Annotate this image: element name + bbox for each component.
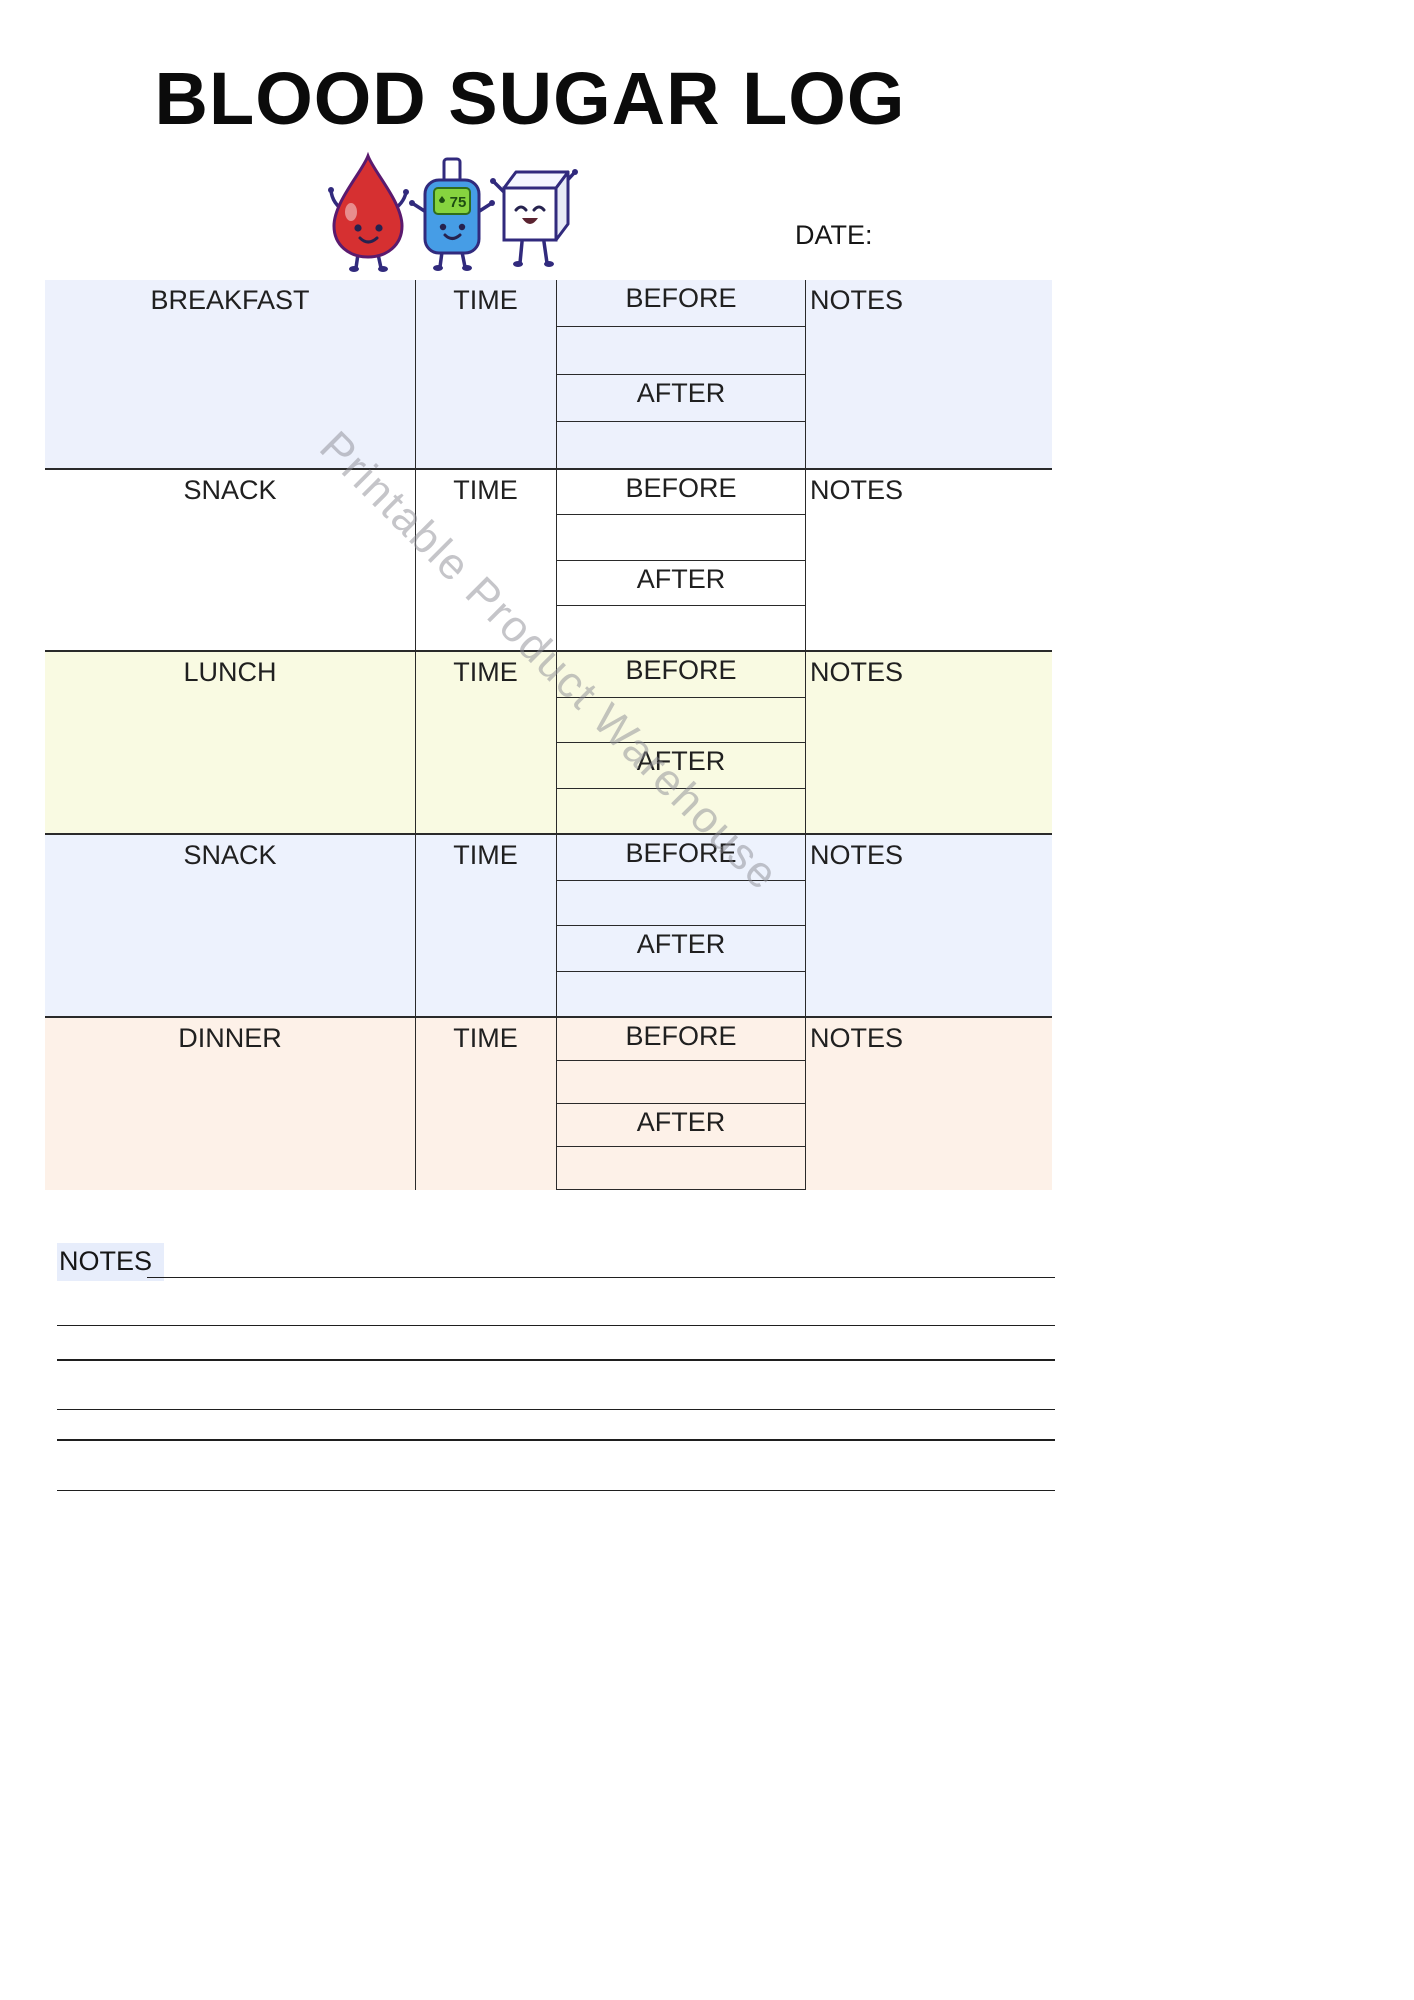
meal-section-lunch: LUNCH TIME BEFORE AFTER NOTES <box>45 652 1052 835</box>
before-entry-line <box>557 327 805 375</box>
notes-writing-line <box>57 1325 1055 1326</box>
notes-writing-line <box>57 1439 1055 1441</box>
before-after-column: BEFORE AFTER <box>556 835 806 1016</box>
column-divider <box>415 835 416 1016</box>
meal-name-label: SNACK <box>183 475 277 505</box>
after-label: AFTER <box>557 1104 805 1147</box>
column-divider <box>415 652 416 833</box>
date-label: DATE: <box>795 220 873 250</box>
after-entry-line <box>557 606 805 650</box>
sugar-cube-icon <box>490 169 578 267</box>
meal-name-label: DINNER <box>178 1023 282 1053</box>
after-entry-line <box>557 1147 805 1190</box>
column-divider <box>415 470 416 650</box>
time-column-header: TIME <box>453 840 518 870</box>
notes-writing-line <box>57 1359 1055 1361</box>
notes-writing-line <box>147 1277 1055 1278</box>
blood-sugar-characters-illustration: 75 <box>318 150 580 280</box>
meal-section-breakfast: BREAKFAST TIME BEFORE AFTER NOTES <box>45 280 1052 470</box>
before-after-column: BEFORE AFTER <box>556 470 806 650</box>
before-after-column: BEFORE AFTER <box>556 280 806 468</box>
column-divider <box>415 280 416 468</box>
after-label: AFTER <box>557 743 805 789</box>
notes-footer-label: NOTES <box>57 1243 165 1281</box>
after-label: AFTER <box>557 561 805 606</box>
notes-column-header: NOTES <box>810 475 904 505</box>
meal-name-label: BREAKFAST <box>150 285 310 315</box>
notes-writing-line <box>57 1409 1055 1410</box>
notes-column-header: NOTES <box>810 1023 904 1053</box>
after-entry-line <box>557 789 805 834</box>
meal-name-label: LUNCH <box>183 657 277 687</box>
notes-column-header: NOTES <box>810 840 904 870</box>
after-label: AFTER <box>557 375 805 422</box>
meal-name-label: SNACK <box>183 840 277 870</box>
page-title: BLOOD SUGAR LOG <box>154 57 906 140</box>
before-entry-line <box>557 1061 805 1104</box>
before-entry-line <box>557 515 805 561</box>
glucose-meter-icon: 75 <box>409 157 495 271</box>
blood-drop-icon <box>328 151 409 272</box>
svg-text:75: 75 <box>450 194 467 211</box>
time-column-header: TIME <box>453 285 518 315</box>
time-column-header: TIME <box>453 1023 518 1053</box>
notes-writing-line <box>57 1490 1055 1491</box>
before-label: BEFORE <box>557 1018 805 1061</box>
time-column-header: TIME <box>453 475 518 505</box>
before-label: BEFORE <box>557 835 805 881</box>
before-label: BEFORE <box>557 470 805 516</box>
before-label: BEFORE <box>557 652 805 698</box>
blood-sugar-log-table: BREAKFAST TIME BEFORE AFTER NOTES SNACK … <box>45 280 1052 1190</box>
time-column-header: TIME <box>453 657 518 687</box>
before-after-column: BEFORE AFTER <box>556 1018 806 1190</box>
after-label: AFTER <box>557 926 805 972</box>
before-entry-line <box>557 881 805 926</box>
notes-column-header: NOTES <box>810 657 904 687</box>
meal-section-dinner: DINNER BEFORE AFTER TIME NOTES <box>45 1018 1052 1190</box>
before-entry-line <box>557 698 805 743</box>
column-divider <box>415 1018 416 1190</box>
after-entry-line <box>557 422 805 468</box>
before-label: BEFORE <box>557 280 805 328</box>
before-after-column: BEFORE AFTER <box>556 652 806 833</box>
meal-section-snack-1: SNACK TIME BEFORE AFTER NOTES <box>45 470 1052 652</box>
meal-section-snack-2: SNACK TIME BEFORE AFTER NOTES <box>45 835 1052 1018</box>
after-entry-line <box>557 972 805 1017</box>
notes-column-header: NOTES <box>810 285 904 315</box>
